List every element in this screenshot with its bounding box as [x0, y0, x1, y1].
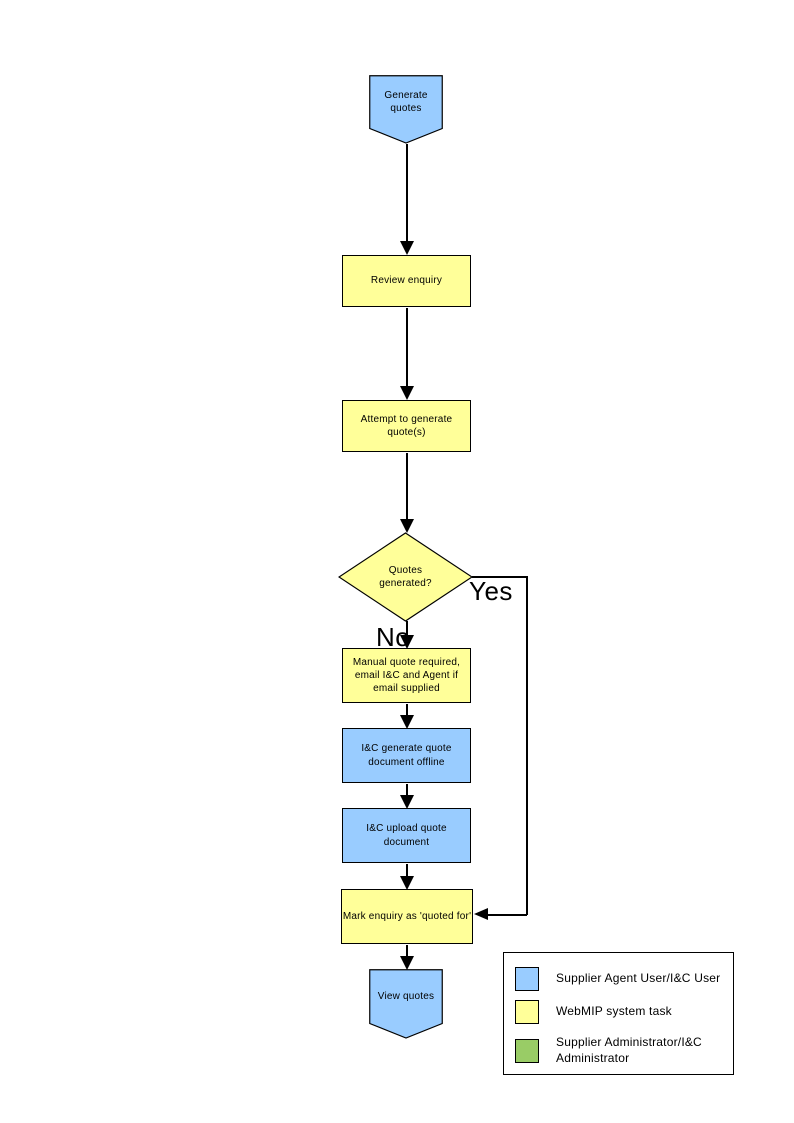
legend-swatch-blue [515, 967, 539, 991]
arrowhead-down-icon [400, 635, 414, 649]
legend-swatch-green [515, 1038, 539, 1063]
task-node-label: Mark enquiry as 'quoted for' [342, 910, 472, 922]
arrowhead-down-icon [400, 715, 414, 729]
pentagon-shape [369, 969, 443, 1039]
connector-generate-upload [406, 784, 408, 798]
decision-node-label: Quotes generated? [379, 564, 432, 589]
task-node-attempt-generate: Attempt to generate quote(s) [342, 400, 471, 452]
start-node-generate-quotes: Generate quotes [369, 75, 443, 144]
connector-start-review [406, 144, 408, 244]
task-node-label: I&C generate quote document offline [361, 743, 452, 768]
connector-yes-return [487, 914, 527, 916]
connector-attempt-decision [406, 453, 408, 523]
legend: Supplier Agent User/I&C User WebMIP syst… [503, 952, 734, 1075]
end-node-view-quotes: View quotes [369, 969, 443, 1039]
legend-swatch-yellow [515, 1000, 539, 1024]
connector-mark-end [406, 945, 408, 960]
connector-upload-mark [406, 864, 408, 879]
task-node-upload-quote: I&C upload quote document [342, 808, 471, 863]
legend-item-agent-user: Supplier Agent User/I&C User [515, 967, 727, 991]
no-branch-label: No [376, 622, 411, 652]
connector-decision-manual [406, 621, 408, 638]
task-node-generate-offline: I&C generate quote document offline [342, 728, 471, 783]
arrowhead-down-icon [400, 876, 414, 890]
legend-item-administrator: Supplier Administrator/I&C Administrator [515, 1035, 727, 1066]
arrowhead-left-icon [474, 908, 488, 920]
legend-item-system-task: WebMIP system task [515, 1000, 727, 1024]
legend-item-label: Supplier Agent User/I&C User [556, 971, 721, 986]
task-node-label: Attempt to generate quote(s) [360, 413, 453, 438]
task-node-label: I&C upload quote document [366, 823, 447, 848]
connector-manual-generate [406, 704, 408, 718]
connector-yes-vertical [526, 576, 528, 915]
arrowhead-down-icon [400, 241, 414, 255]
start-node-label: Generate quotes [384, 89, 428, 114]
legend-item-label: Supplier Administrator/I&C Administrator [556, 1035, 702, 1065]
arrowhead-down-icon [400, 956, 414, 970]
arrowhead-down-icon [400, 386, 414, 400]
end-node-label: View quotes [377, 990, 435, 1002]
connector-yes-horizontal [472, 576, 527, 578]
arrowhead-down-icon [400, 519, 414, 533]
yes-branch-label: Yes [469, 576, 513, 606]
task-node-mark-quoted: Mark enquiry as 'quoted for' [341, 889, 473, 944]
task-node-label: Review enquiry [370, 275, 443, 287]
task-node-manual-quote: Manual quote required, email I&C and Age… [342, 648, 471, 703]
arrowhead-down-icon [400, 795, 414, 809]
pentagon-shape [369, 75, 443, 144]
diamond-shape [338, 532, 473, 622]
connector-review-attempt [406, 308, 408, 389]
task-node-review-enquiry: Review enquiry [342, 255, 471, 307]
decision-node-quotes-generated: Quotes generated? [338, 532, 473, 622]
legend-item-label: WebMIP system task [556, 1004, 672, 1019]
task-node-label: Manual quote required, email I&C and Age… [352, 656, 461, 695]
